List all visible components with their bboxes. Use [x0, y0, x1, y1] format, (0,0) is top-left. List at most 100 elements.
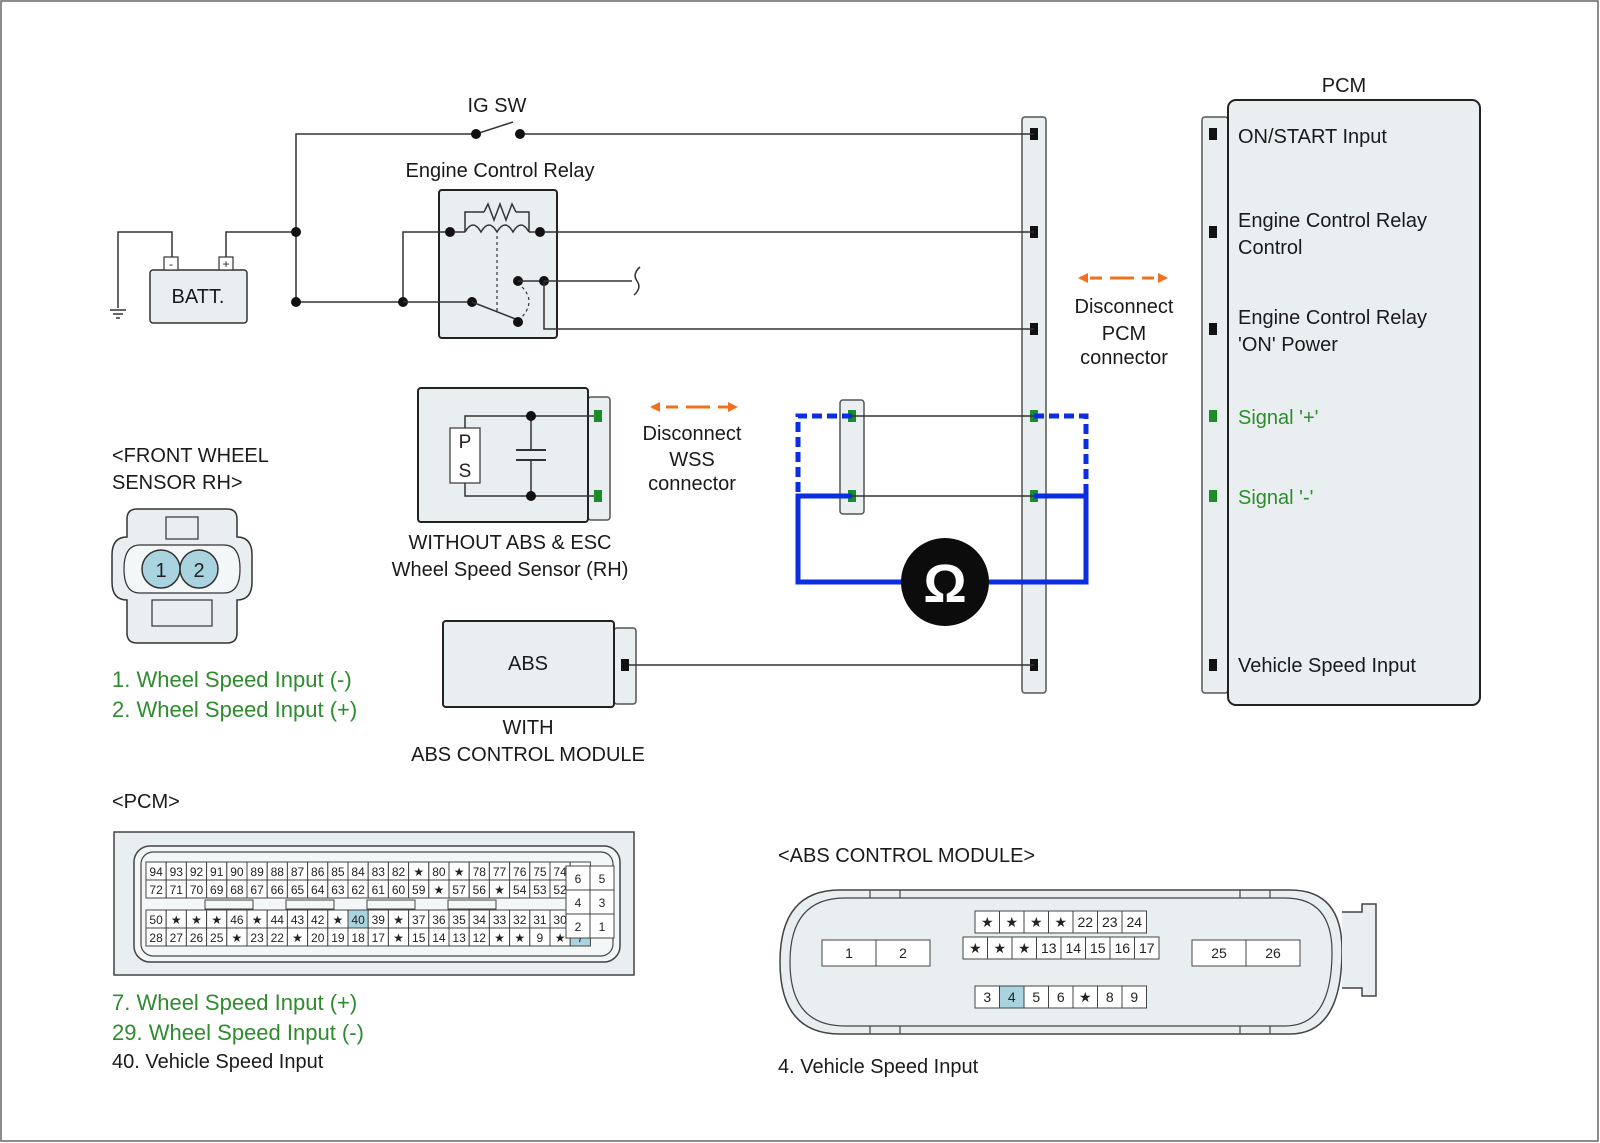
pcm-pin-vehicle-speed [1209, 659, 1217, 671]
pcm-legend-3: 40. Vehicle Speed Input [112, 1051, 324, 1073]
abs-pin-top: ★ [1054, 914, 1067, 930]
wss-junction-bottom [526, 491, 536, 501]
abs-pin-mid: ★ [969, 940, 982, 956]
relay-coil [455, 201, 535, 312]
pcm-label-relay-power-2: 'ON' Power [1238, 334, 1338, 356]
pcm-side-pin: 2 [575, 920, 582, 934]
pcm-pin-row2: 68 [230, 883, 244, 897]
pcm-pin-row4: 13 [452, 931, 466, 945]
pcm-pin-row1: 77 [493, 865, 507, 879]
wss-pin-plus [594, 410, 602, 422]
pcm-pin-row4: 15 [412, 931, 426, 945]
pcm-pin-row1: 85 [331, 865, 345, 879]
disconnect-wss-3: connector [648, 473, 736, 495]
pcm-pin-row1: 93 [170, 865, 184, 879]
pcm-pin-row1: 82 [392, 865, 406, 879]
pcm-pin-row2: 56 [473, 883, 487, 897]
wss-label-p: P [459, 432, 472, 453]
pcm-pin-row1: 76 [513, 865, 527, 879]
wss-junction-top [526, 411, 536, 421]
pcm-pin-relay-control [1209, 226, 1217, 238]
pcm-pin-row1: 90 [230, 865, 244, 879]
pcm-pin-row1: 78 [473, 865, 487, 879]
ohm-meter-icon [901, 538, 989, 626]
pcm-pin-row4: ★ [292, 931, 303, 945]
pcm-pin-row3: 44 [271, 913, 285, 927]
battery-box [149, 269, 248, 324]
abs-pin-bot-box [1121, 985, 1147, 1009]
pcm-connector-strip [1201, 116, 1229, 694]
ig-switch-contact-a [471, 129, 481, 139]
abs-pin [621, 659, 629, 671]
pcm-pin-row1: 94 [149, 865, 163, 879]
abs-pin-left-box [875, 939, 931, 967]
pcm-side-pin: 6 [575, 872, 582, 886]
abs-pin-mid: ★ [1018, 940, 1031, 956]
ig-switch-label: IG SW [468, 95, 527, 117]
pcm-label-relay-power-1: Engine Control Relay [1238, 307, 1427, 329]
ig-switch-blade [475, 121, 514, 135]
wss-internal-wiring [464, 415, 594, 497]
battery-minus-label: - [169, 257, 173, 271]
pcm-module-box [1227, 99, 1481, 706]
wss-pin-minus [594, 490, 602, 502]
abs-pin-top: 23 [1102, 914, 1118, 930]
pcm-label-signal-plus: Signal '+' [1238, 407, 1318, 429]
pcm-pin-row3: 33 [493, 913, 507, 927]
pcm-pin-row3: 37 [412, 913, 426, 927]
disconnect-wss-1: Disconnect [643, 423, 742, 445]
pcm-pin-row4: ★ [514, 931, 525, 945]
pcm-pin-row3: 43 [291, 913, 305, 927]
pcm-pin-row2: 62 [351, 883, 365, 897]
pcm-pin-row3: ★ [211, 913, 222, 927]
abs-connector-body [779, 889, 1377, 1035]
pcm-harness-connector [1021, 116, 1047, 694]
pcm-pin-row4: 23 [250, 931, 264, 945]
abs-pin-right: 25 [1211, 945, 1227, 961]
abs-label: ABS [508, 653, 548, 675]
pcm-pin-row1: 86 [311, 865, 325, 879]
relay-title: Engine Control Relay [406, 160, 595, 182]
relay-box [438, 189, 558, 339]
pcm-keyways [204, 899, 497, 910]
front-sensor-title-2: SENSOR RH> [112, 472, 243, 494]
pcm-pin-row1: ★ [413, 865, 424, 879]
pcm-connector-title: <PCM> [112, 791, 180, 813]
pcm-pin-row4: 22 [271, 931, 285, 945]
pcm-pin-row1: 87 [291, 865, 305, 879]
pcm-pin-row2: 63 [331, 883, 345, 897]
pcm-pin-row3: 31 [533, 913, 547, 927]
abs-pin-mid: 16 [1114, 940, 1130, 956]
pcm-pin-row4: 28 [149, 931, 163, 945]
abs-pin-bot: ★ [1079, 989, 1092, 1005]
pcm-pin-row3: 32 [513, 913, 527, 927]
abs-pin-right-box [1245, 939, 1301, 967]
abs-pin-mid: 17 [1139, 940, 1155, 956]
pcm-pin-signal-plus [1209, 410, 1217, 422]
pcm-pin-row3: ★ [393, 913, 404, 927]
pcm-side-pin-box [565, 913, 591, 939]
pcm-pin-row4: ★ [393, 931, 404, 945]
pcm-pin-row2: 53 [533, 883, 547, 897]
wire-battery-plus [225, 231, 296, 260]
pcm-pin-row2: 57 [452, 883, 466, 897]
relay-switch-travel [521, 286, 530, 318]
disconnect-pcm-1: Disconnect [1075, 296, 1174, 318]
pcm-pin-row2: 69 [210, 883, 224, 897]
abs-caption-2: ABS CONTROL MODULE [411, 744, 645, 766]
wire-break-symbol [633, 266, 641, 296]
pcm-pin-row3: 42 [311, 913, 325, 927]
pcm-pin-row3: 46 [230, 913, 244, 927]
pcm-pin-row1: 88 [271, 865, 285, 879]
pcm-pin-row2: 66 [271, 883, 285, 897]
front-sensor-legend-1: 1. Wheel Speed Input (-) [112, 667, 352, 692]
pcm-pin-row2: ★ [434, 883, 445, 897]
front-sensor-pin-1-label: 1 [155, 560, 166, 582]
pcm-pin-row4: 18 [351, 931, 365, 945]
abs-pin-bot: 3 [983, 989, 991, 1005]
abs-pin-bot: 9 [1130, 989, 1138, 1005]
pcm-pin-row4: ★ [494, 931, 505, 945]
pcm-pin-row2: 59 [412, 883, 426, 897]
